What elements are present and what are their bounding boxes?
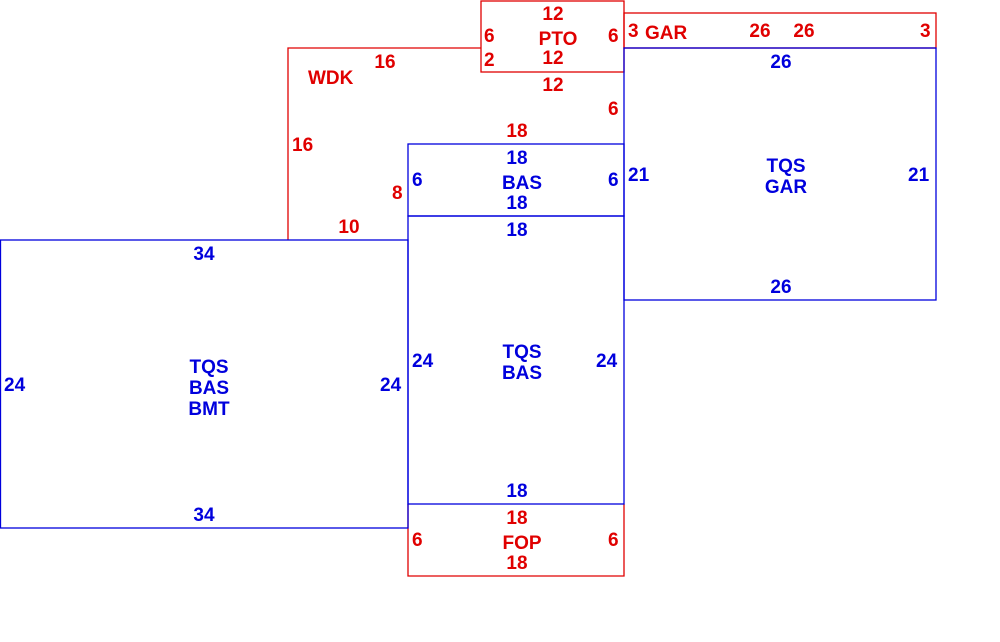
- tqs-bas-bmt-left-dim: 24: [4, 375, 26, 396]
- tqs-bas-bmt-label-3: BMT: [188, 399, 230, 420]
- tqs-bas-bmt-label-2: BAS: [189, 378, 229, 399]
- bas-small-top-dim: 18: [506, 148, 527, 169]
- tqs-gar-label-1: TQS: [766, 156, 805, 177]
- fop-bottom-dim: 18: [506, 553, 527, 574]
- wdk-label: WDK: [308, 68, 354, 89]
- wdk-top-dim: 16: [374, 52, 395, 73]
- bas-small-left-dim: 6: [412, 170, 423, 191]
- tqs-gar-outline: [623, 47, 937, 301]
- gar-strip-bottom-dim: 26: [793, 21, 814, 42]
- gar-strip-right-dim: 3: [920, 21, 931, 42]
- fop-outline: [407, 504, 625, 577]
- fop-left-dim: 6: [412, 530, 423, 551]
- pto-label: PTO: [539, 29, 578, 50]
- tqs-bas-bmt-label-1: TQS: [189, 357, 228, 378]
- pto-right-dim: 6: [608, 26, 619, 47]
- pto-left-offset-dim: 2: [484, 50, 495, 71]
- gar-strip-left-dim: 3: [628, 21, 639, 42]
- wdk-left-dim: 16: [292, 135, 313, 156]
- tqs-bas-bmt-right-dim: 24: [380, 375, 402, 396]
- bas-small-right-dim: 6: [608, 170, 619, 191]
- wdk-lower-top-dim: 18: [506, 121, 527, 142]
- pto-bottom-dim: 12: [542, 48, 563, 69]
- wdk-right-dim: 6: [608, 99, 619, 120]
- fop-right-dim: 6: [608, 530, 619, 551]
- pto-left-dim: 6: [484, 26, 495, 47]
- tqs-bas-bmt-bottom-dim: 34: [193, 505, 215, 526]
- tqs-bas-left-dim: 24: [412, 351, 434, 372]
- bas-small-label: BAS: [502, 173, 542, 194]
- wdk-outline: [287, 47, 481, 240]
- bas-small-bottom-dim: 18: [506, 193, 527, 214]
- gar-strip-top-dim: 26: [749, 21, 770, 42]
- tqs-gar-top-dim: 26: [770, 52, 791, 73]
- tqs-gar-bottom-dim: 26: [770, 277, 791, 298]
- tqs-gar-right-dim: 21: [908, 165, 930, 186]
- tqs-bas-label-2: BAS: [502, 363, 542, 384]
- wdk-bottom-dim: 10: [338, 217, 359, 238]
- pto-below-dim: 12: [542, 75, 563, 96]
- tqs-bas-bmt-top-dim: 34: [193, 244, 215, 265]
- gar-strip-label: GAR: [645, 23, 688, 44]
- tqs-bas-label-1: TQS: [502, 342, 541, 363]
- pto-top-dim: 12: [542, 4, 563, 25]
- tqs-bas-bottom-dim: 18: [506, 481, 527, 502]
- fop-top-dim: 18: [506, 508, 527, 529]
- fop-label: FOP: [502, 533, 541, 554]
- tqs-bas-outline: [407, 215, 625, 505]
- tqs-gar-left-dim: 21: [628, 165, 650, 186]
- tqs-gar-label-2: GAR: [765, 177, 808, 198]
- tqs-bas-right-dim: 24: [596, 351, 618, 372]
- wdk-inner-dim: 8: [392, 183, 403, 204]
- tqs-bas-top-dim: 18: [506, 220, 527, 241]
